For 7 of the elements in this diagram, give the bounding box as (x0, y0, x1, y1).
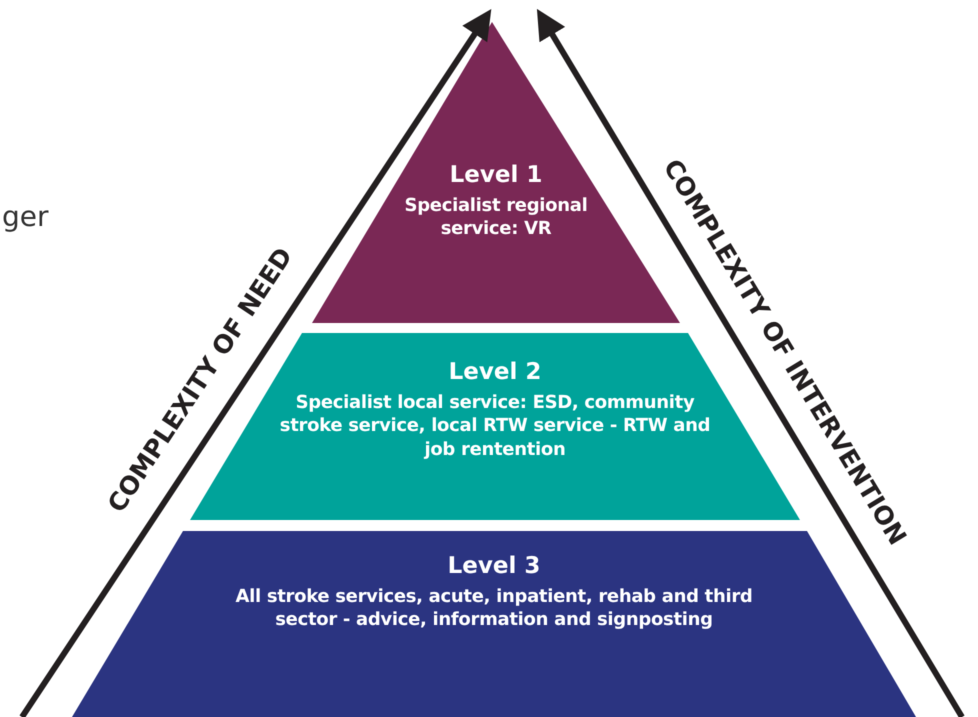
level-heading: Level 3 (446, 553, 542, 579)
level-description: Specialist local service: ESD, community stroke service, local RTW service - RTW and job rentention (278, 391, 712, 462)
text-fragment: ger (2, 200, 49, 233)
level-heading: Level 2 (448, 359, 542, 385)
level-description: Specialist regional service: VR (404, 194, 588, 241)
level-heading: Level 1 (448, 162, 544, 188)
level-description: All stroke services, acute, inpatient, rehab and third sector - advice, information and signposting (234, 585, 754, 632)
